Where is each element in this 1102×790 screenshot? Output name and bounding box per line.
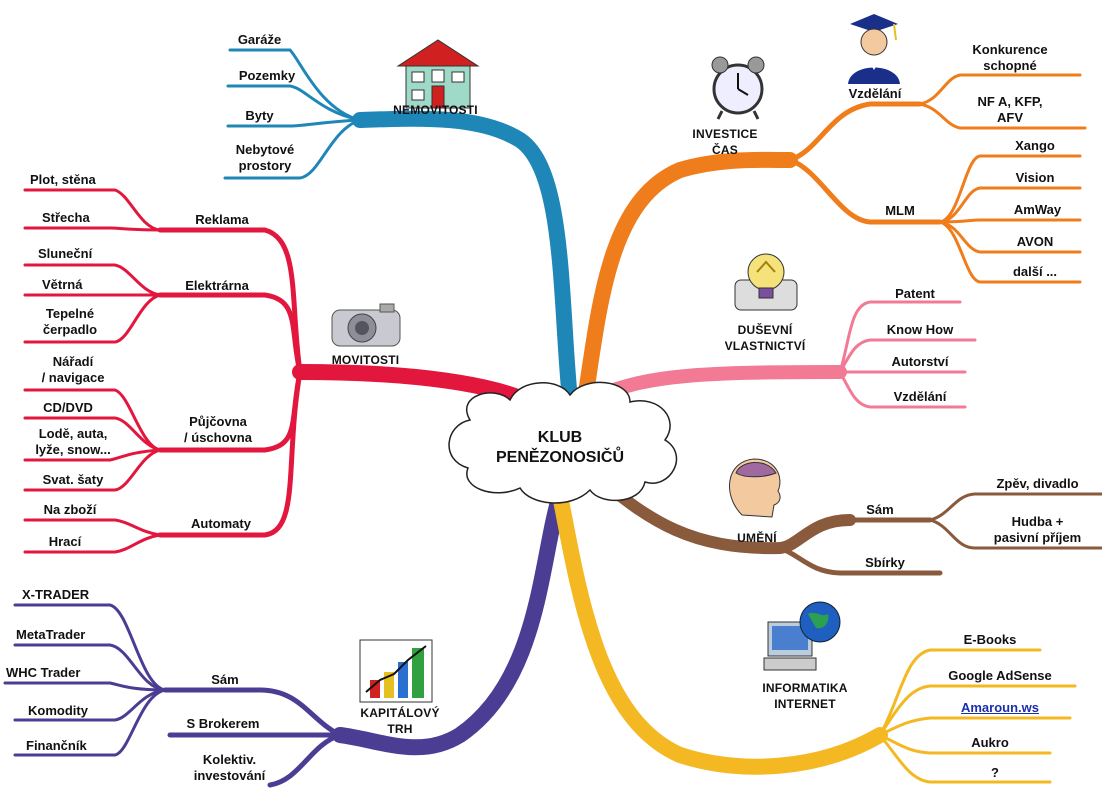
graduate-icon	[848, 14, 900, 84]
group-pujcovna: Půjčovna / úschovna	[184, 414, 252, 445]
leaf-hraci: Hrací	[48, 534, 82, 549]
group-reklama: Reklama	[195, 212, 249, 227]
group-mlm: MLM	[885, 203, 915, 218]
group-s-brokerem: S Brokerem	[186, 716, 260, 731]
lightbulb-icon	[734, 253, 798, 311]
chart-icon	[359, 639, 433, 703]
group-sam-kapital: Sám	[211, 672, 239, 687]
branch-title-informatika: INFORMATIKA INTERNET	[762, 681, 848, 711]
branch-title-kapital: KAPITÁLOVÝ TRH	[360, 706, 440, 736]
group-automaty: Automaty	[191, 516, 251, 531]
leaf-garaze: Garáže	[237, 32, 282, 47]
leaf-nf-a-kfp-afv: NF A, KFP, AFV	[977, 94, 1043, 125]
link-amaroun[interactable]: Amaroun.ws	[960, 700, 1039, 715]
leaf-e-books: E-Books	[963, 632, 1017, 647]
leaf-x-trader: X-TRADER	[22, 587, 90, 602]
camera-icon	[331, 303, 401, 347]
alarm-clock-icon	[711, 56, 765, 120]
leaf-plot-stena: Plot, stěna	[30, 172, 96, 187]
leaf-question: ?	[991, 765, 999, 780]
leaf-avon: AVON	[1016, 234, 1054, 249]
leaf-amway: AmWay	[1013, 202, 1062, 217]
leaf-whc-trader: WHC Trader	[6, 665, 81, 680]
group-sam-umeni: Sám	[866, 502, 894, 517]
leaf-tepelne-cerpadlo: Tepelné čerpadlo	[42, 306, 98, 337]
branch-title-investice: INVESTICE ČAS	[692, 127, 758, 157]
center-cloud	[448, 381, 678, 504]
center-title: KLUB PENĚZONOSIČŮ	[495, 429, 624, 466]
leaf-byty: Byty	[245, 108, 274, 123]
group-sbirky: Sbírky	[865, 555, 905, 570]
leaf-strecha: Střecha	[42, 210, 90, 225]
leaf-know-how: Know How	[886, 322, 954, 337]
leaf-dalsi: další ...	[1012, 264, 1058, 279]
leaf-cd-dvd: CD/DVD	[43, 400, 93, 415]
leaf-vzdelani-dusevni: Vzdělání	[893, 389, 947, 404]
leaf-na-zbozi: Na zboží	[43, 502, 97, 517]
leaf-slunecni: Sluneční	[38, 246, 93, 261]
leaf-autorstvi: Autorství	[891, 354, 949, 369]
branch-umeni-lines	[594, 474, 1102, 576]
leaf-vision: Vision	[1015, 170, 1055, 185]
branch-kapital-lines	[3, 487, 568, 788]
branch-title-movitosti: MOVITOSTI	[331, 353, 400, 367]
leaf-pozemky: Pozemky	[238, 68, 296, 83]
group-elektrarna: Elektrárna	[185, 278, 249, 293]
leaf-patent: Patent	[895, 286, 935, 301]
house-icon	[396, 39, 480, 109]
branch-title-dusevni: DUŠEVNÍ VLASTNICTVÍ	[724, 323, 806, 353]
leaf-zpev-divadlo: Zpěv, divadlo	[996, 476, 1079, 491]
branch-title-nemovitosti: NEMOVITOSTI	[393, 103, 478, 117]
leaf-vetrna: Větrná	[42, 277, 83, 292]
group-vzdelani-investice: Vzdělání	[848, 86, 902, 101]
leaf-metatrader: MetaTrader	[16, 627, 86, 642]
leaf-komodity: Komodity	[28, 703, 88, 718]
head-icon	[729, 458, 781, 518]
branch-informatika-lines	[552, 487, 1077, 784]
leaf-financnik: Finančník	[26, 738, 87, 753]
branch-title-umeni: UMĚNÍ	[737, 531, 777, 545]
leaf-google-adsense: Google AdSense	[948, 668, 1052, 683]
branch-investice-lines	[577, 73, 1087, 408]
branch-movitosti-lines	[23, 188, 533, 554]
leaf-nebytove-prostory: Nebytové prostory	[235, 142, 295, 173]
leaf-xango: Xango	[1015, 138, 1055, 153]
branch-nemovitosti-lines	[223, 48, 578, 408]
leaf-hudba-pasivni-prijem: Hudba + pasivní příjem	[993, 514, 1082, 545]
leaf-naradi-navigace: Nářadí / navigace	[41, 354, 105, 385]
globe-computer-icon	[763, 601, 841, 671]
leaf-lode-auta: Lodě, auta, lyže, snow...	[35, 426, 111, 457]
group-kolektiv-investovani: Kolektiv. investování	[193, 752, 266, 783]
leaf-konkurence-schopne: Konkurence schopné	[972, 42, 1048, 73]
leaf-svat-saty: Svat. šaty	[42, 472, 104, 487]
leaf-aukro: Aukro	[971, 735, 1009, 750]
